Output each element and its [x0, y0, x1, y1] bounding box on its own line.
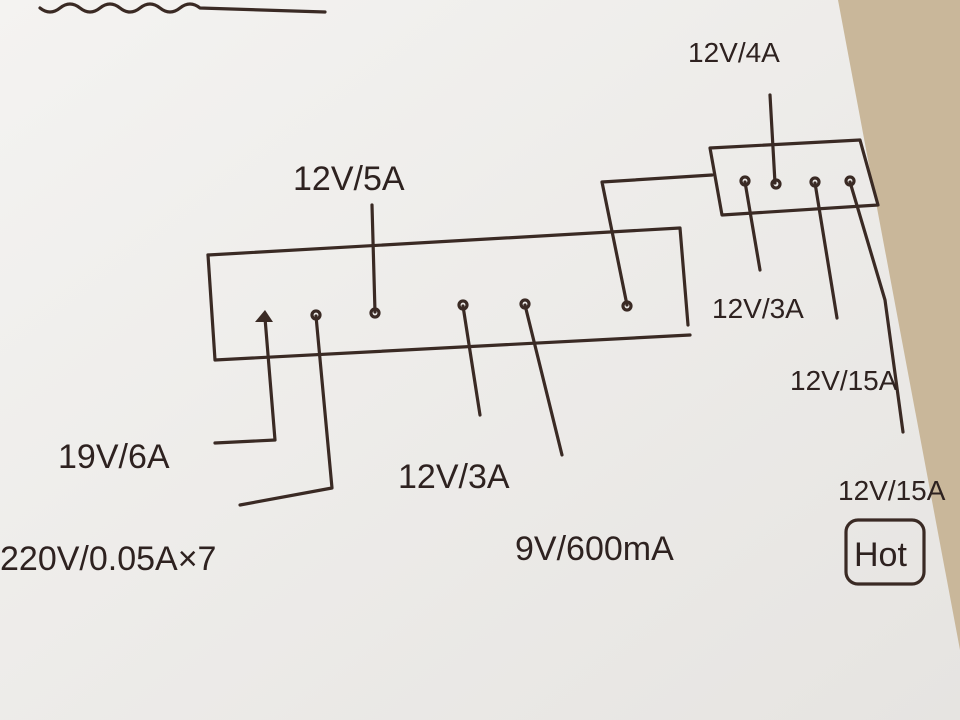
wire-12v3a: [461, 304, 482, 417]
label-hub-input: 12V/4A: [688, 37, 780, 68]
main-input-wire: [370, 203, 377, 314]
label-hub-out1: 12V/3A: [712, 293, 804, 324]
label-220v: 220V/0.05A×7: [0, 540, 216, 578]
label-hub-out3: 12V/15A: [838, 475, 946, 506]
label-hub-out2: 12V/15A: [790, 365, 898, 396]
hot-box: [844, 518, 926, 586]
hub-box: [708, 138, 880, 217]
label-12v3a: 12V/3A: [398, 458, 510, 496]
main-input-terminal: [369, 307, 381, 319]
wire-9v: [523, 303, 564, 457]
terminal-12v3a: [457, 299, 469, 311]
terminal-220v: [310, 309, 322, 321]
wire-19v: [213, 316, 277, 445]
label-9v: 9V/600mA: [515, 530, 674, 568]
hub-wire-1: [743, 180, 762, 272]
label-hot: Hot: [854, 536, 907, 574]
hub-wire-2: [813, 181, 839, 320]
hub-terminal-1: [739, 175, 751, 187]
scribble-line: [38, 2, 327, 14]
main-box-bottom: [206, 253, 692, 362]
terminal-19v: [255, 310, 273, 322]
terminal-hub-link: [621, 300, 633, 312]
wire-220v: [238, 314, 334, 507]
terminal-9v: [519, 298, 531, 310]
hub-terminal-3: [844, 175, 856, 187]
hub-terminal-2: [809, 176, 821, 188]
hub-input-wire: [768, 93, 777, 185]
hub-wire-3: [848, 180, 905, 434]
label-19v: 19V/6A: [58, 438, 170, 476]
wire-to-hub: [600, 173, 714, 307]
hub-input-terminal: [770, 178, 782, 190]
main-box-top: [206, 226, 690, 327]
label-main-input: 12V/5A: [293, 160, 405, 198]
